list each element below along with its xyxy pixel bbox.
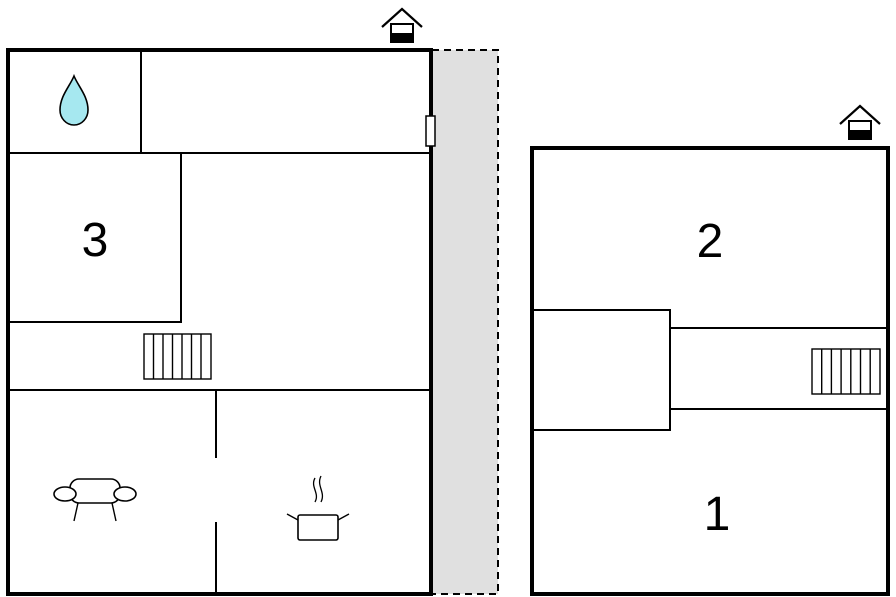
room-number-3: 3 — [82, 214, 109, 267]
right-building-outline — [530, 146, 890, 596]
cooking-pot-icon — [286, 475, 350, 541]
entrance-house-icon — [381, 7, 423, 43]
entrance-house-icon — [839, 104, 881, 140]
radiator-icon — [811, 348, 881, 395]
room-3-wall — [10, 153, 182, 323]
terrace — [432, 49, 499, 595]
room-number-1: 1 — [704, 488, 731, 541]
sofa-icon — [53, 478, 137, 522]
right-building: 2 1 — [530, 146, 890, 596]
water-drop-icon — [59, 73, 89, 126]
left-building-outline — [6, 48, 433, 596]
radiator-icon — [143, 333, 212, 380]
left-building: 3 — [6, 48, 436, 596]
side-door — [425, 115, 436, 147]
room-number-2: 2 — [697, 215, 724, 268]
